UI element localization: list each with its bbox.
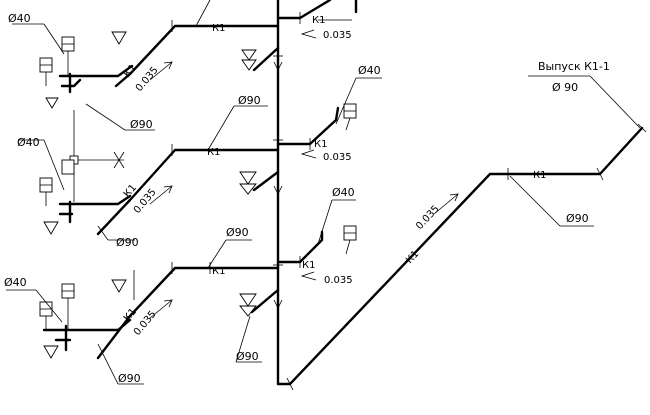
- outlet-title: Выпуск К1-1: [538, 60, 610, 73]
- pipe-code-label: К1: [404, 249, 421, 266]
- pipe-code-label: К1: [312, 15, 325, 26]
- outlet-diameter: Ø 90: [552, 81, 578, 94]
- diameter-label: Ø40: [17, 136, 40, 149]
- floor-2-branch: [18, 77, 382, 241]
- slope-label: 0.035: [324, 275, 353, 286]
- pipe-code-label: К1: [212, 23, 225, 34]
- main-riser: [273, 0, 283, 386]
- floor-1-branch: [12, 0, 358, 131]
- diameter-label: Ø90: [238, 94, 261, 107]
- diameter-label: Ø90: [130, 118, 153, 131]
- pipe-code-label: К1: [122, 183, 139, 200]
- diameter-label: Ø90: [118, 372, 141, 385]
- diameter-label: Ø40: [4, 276, 27, 289]
- slope-label: 0.035: [323, 152, 352, 163]
- diameter-label: Ø90: [116, 236, 139, 249]
- pipe-code-label: К1: [212, 266, 225, 277]
- slope-label: 0.035: [323, 30, 352, 41]
- outlet-leaders: [509, 75, 641, 227]
- pipe-code-label: К1: [207, 147, 220, 158]
- diameter-label: Ø40: [358, 64, 381, 77]
- outlet-pipe: [276, 123, 647, 391]
- diameter-label: Ø40: [332, 186, 355, 199]
- diameter-label: Ø90: [236, 350, 259, 363]
- pipe-code-label: К1: [314, 139, 327, 150]
- floor-3-branch: [6, 199, 357, 385]
- diameter-label: Ø90: [566, 212, 589, 225]
- diameter-label: Ø40: [8, 12, 31, 25]
- pipe-code-label: К1: [302, 260, 315, 271]
- diameter-label: Ø90: [226, 226, 249, 239]
- pipe-code-label: К1: [533, 170, 546, 181]
